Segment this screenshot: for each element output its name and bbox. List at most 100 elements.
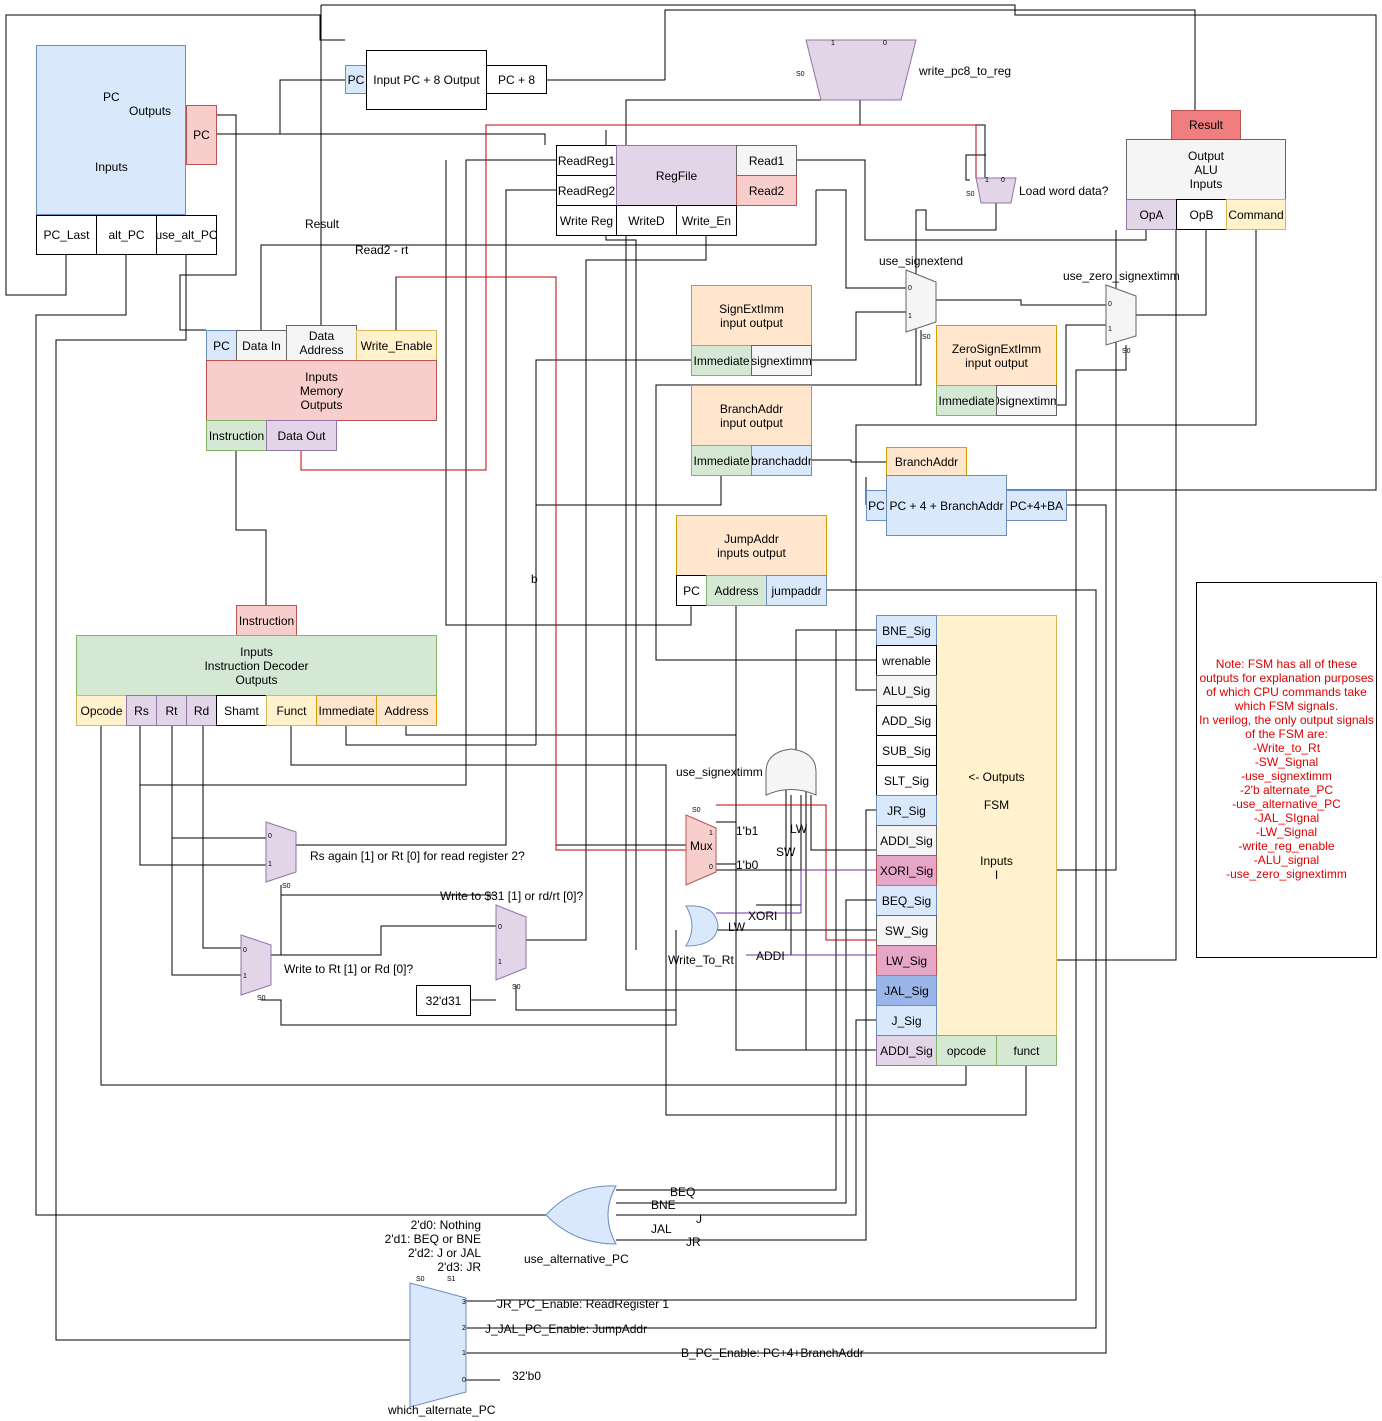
mem-write-enable-port: Write_Enable	[356, 330, 437, 361]
which-alt-in0: 0	[462, 1377, 466, 1384]
write-pc8-label: write_pc8_to_reg	[919, 64, 1012, 78]
writed-port: WriteD	[616, 205, 677, 236]
lw-mux-label: Load word data?	[1019, 184, 1109, 198]
zeroext-out-port: 0signextimm	[996, 385, 1057, 416]
jumpaddr-address-port: Address	[706, 575, 767, 606]
pc8-in-port: PC	[345, 65, 367, 94]
jal-wire-label: JAL	[651, 1222, 672, 1236]
fsm-body: <- Outputs FSM Inputs I	[936, 615, 1057, 1036]
write-en-port: Write_En	[676, 205, 737, 236]
fsm-beq-sig: BEQ_Sig	[876, 885, 937, 916]
small-mux-in0: 0	[709, 864, 713, 871]
fsm-xori-sig: XORI_Sig	[876, 855, 937, 886]
rt-rd-mux-in0: 0	[243, 947, 247, 954]
lw-mux-shape	[975, 177, 1017, 204]
readreg1-port: ReadReg1	[556, 145, 617, 176]
alu-opa-port: OpA	[1126, 199, 1177, 230]
small-mux-sel: S0	[692, 807, 701, 814]
rs-rt-mux-sel: S0	[282, 883, 291, 890]
which-alt-pc-label: which_alternate_PC	[388, 1403, 496, 1417]
const-32b0: 32'b0	[512, 1369, 541, 1383]
rt-rd-mux-shape	[240, 934, 272, 996]
mem-data-out-port: Data Out	[266, 420, 337, 451]
or-write-rt-label: Write_To_Rt	[668, 953, 734, 967]
rs-rt-mux-label: Rs again [1] or Rt [0] for read register…	[310, 849, 525, 863]
b-pc-enable-label: B_PC_Enable: PC+4+BranchAddr	[681, 1346, 864, 1360]
decoder-opcode-port: Opcode	[76, 695, 127, 726]
pc-title: PC	[103, 90, 120, 104]
write-pc8-mux-shape	[805, 39, 917, 101]
use-zero-sel: S0	[1122, 348, 1131, 355]
jumpaddr-pc-port: PC	[676, 575, 707, 606]
pc-register: PC Outputs Inputs	[36, 45, 186, 215]
j-wire-label: J	[696, 1212, 702, 1226]
small-mux-shape	[685, 814, 717, 886]
write-pc8-sel: S0	[796, 71, 805, 78]
fsm-jr-sig: JR_Sig	[876, 795, 937, 826]
bne-wire-label: BNE	[651, 1198, 676, 1212]
use-signextend-label: use_signextend	[879, 254, 964, 268]
decoder-address-port: Address	[376, 695, 437, 726]
use-signextend-mux-shape	[905, 269, 937, 333]
pc-outputs-label: Outputs	[129, 104, 172, 118]
use-signextend-sel: S0	[922, 334, 931, 341]
sw-wire-label: SW	[776, 845, 796, 859]
rs-rt-mux-in1: 1	[268, 861, 272, 868]
ra-mux-sel: S0	[512, 984, 521, 991]
branchaddr-out-port: branchaddr	[751, 445, 812, 476]
fsm-wrenable: wrenable	[876, 645, 937, 676]
alu-body: Output ALU Inputs	[1126, 139, 1286, 200]
mem-pc-port: PC	[206, 330, 237, 361]
fsm-addi-sig: ADDI_Sig	[876, 825, 937, 856]
decoder-instruction-port: Instruction	[236, 605, 297, 636]
use-zero-in0: 0	[1108, 301, 1112, 308]
alt-pc-port: alt_PC	[96, 215, 157, 255]
beq-wire-label: BEQ	[670, 1185, 696, 1199]
read1-port: Read1	[736, 145, 797, 176]
fsm-label: FSM	[983, 798, 1010, 812]
lw-mux-in1: 1	[985, 177, 989, 184]
ra-mux-in0: 0	[498, 924, 502, 931]
zeroext-body: ZeroSignExtImm input output	[936, 325, 1057, 386]
pc4ba-in-port: PC	[866, 490, 887, 521]
lw-mux-in0: 0	[1001, 177, 1005, 184]
result-wire-label: Result	[305, 217, 340, 231]
use-alt-or-shape	[545, 1185, 617, 1245]
const-32d31: 32'd31	[416, 985, 471, 1016]
fsm-alu-sig: ALU_Sig	[876, 675, 937, 706]
which-alt-in3: 3	[462, 1299, 466, 1306]
which-alt-in1: 1	[462, 1350, 466, 1357]
or-signext-shape	[765, 748, 817, 796]
which-alt-sel1: S1	[447, 1276, 456, 1283]
fsm-lw-sig: LW_Sig	[876, 945, 937, 976]
pc8-adder: Input PC + 8 Output	[366, 50, 487, 110]
small-mux-label: Mux	[690, 839, 713, 853]
fsm-outputs-label: <- Outputs	[968, 770, 1025, 784]
which-alt-in2: 2	[462, 1325, 466, 1332]
regfile-body: RegFile	[616, 145, 737, 206]
memory-body: Inputs Memory Outputs	[206, 360, 437, 421]
pc4ba-out-port: PC+4+BA	[1006, 490, 1067, 521]
ra-mux-label: Write to $31 [1] or rd/rt [0]?	[440, 889, 584, 903]
const-1b1: 1'b1	[736, 824, 759, 838]
use-zero-label: use_zero_signextimm	[1063, 269, 1180, 283]
j-jal-pc-enable-label: J_JAL_PC_Enable: JumpAddr	[485, 1322, 648, 1336]
jumpaddr-body: JumpAddr inputs output	[676, 515, 827, 576]
jumpaddr-out-port: jumpaddr	[766, 575, 827, 606]
use-zero-in1: 1	[1108, 326, 1112, 333]
use-alt-or-label: use_alternative_PC	[524, 1252, 629, 1266]
fsm-inputs-label: Inputs I	[980, 854, 1013, 882]
fsm-sw-sig: SW_Sig	[876, 915, 937, 946]
const-1b0: 1'b0	[736, 858, 759, 872]
write-pc8-in0: 0	[883, 40, 887, 47]
alu-command-port: Command	[1226, 199, 1286, 230]
write-reg-port: Write Reg	[556, 205, 617, 236]
ra-mux-shape	[495, 904, 527, 981]
alt-pc-legend: 2'd0: Nothing 2'd1: BEQ or BNE 2'd2: J o…	[384, 1218, 481, 1274]
jr-wire-label: JR	[686, 1235, 701, 1249]
rs-rt-mux-shape	[265, 821, 297, 883]
alu-opb-port: OpB	[1176, 199, 1227, 230]
lw-wire-label-1: LW	[790, 822, 808, 836]
decoder-rd-port: Rd	[186, 695, 217, 726]
